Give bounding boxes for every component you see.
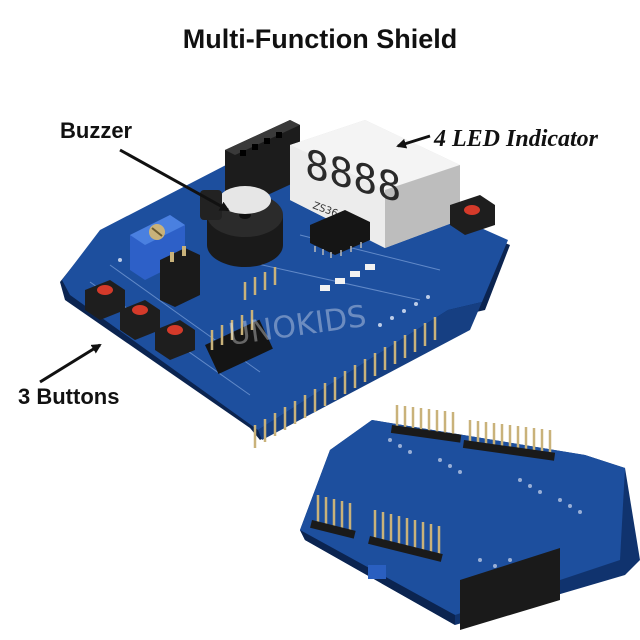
rear-connector: [460, 548, 560, 630]
button-s2: [120, 300, 160, 340]
rear-board: [300, 405, 640, 630]
arrow-to-buzzer-icon: [119, 148, 230, 212]
arrow-to-led-icon: [396, 134, 431, 149]
reset-button: [450, 195, 495, 235]
led-indicator-label: 4 LED Indicator: [434, 126, 599, 152]
ic-chip: [310, 210, 370, 258]
button-s1: [85, 280, 125, 320]
jumper-header: [160, 246, 200, 307]
male-header-front: [205, 267, 277, 375]
board-bottom-pins: [253, 317, 437, 448]
led-array: [320, 264, 375, 291]
page-title: Multi-Function Shield: [182, 24, 458, 54]
buttons-label: 3 Buttons: [18, 384, 120, 409]
buzzer-label: Buzzer: [60, 118, 133, 143]
arrow-to-buttons-icon: [39, 343, 102, 384]
buzzer: [200, 186, 283, 267]
button-s3: [155, 320, 195, 360]
front-board: 8888 ZS3641BS: [60, 120, 510, 448]
